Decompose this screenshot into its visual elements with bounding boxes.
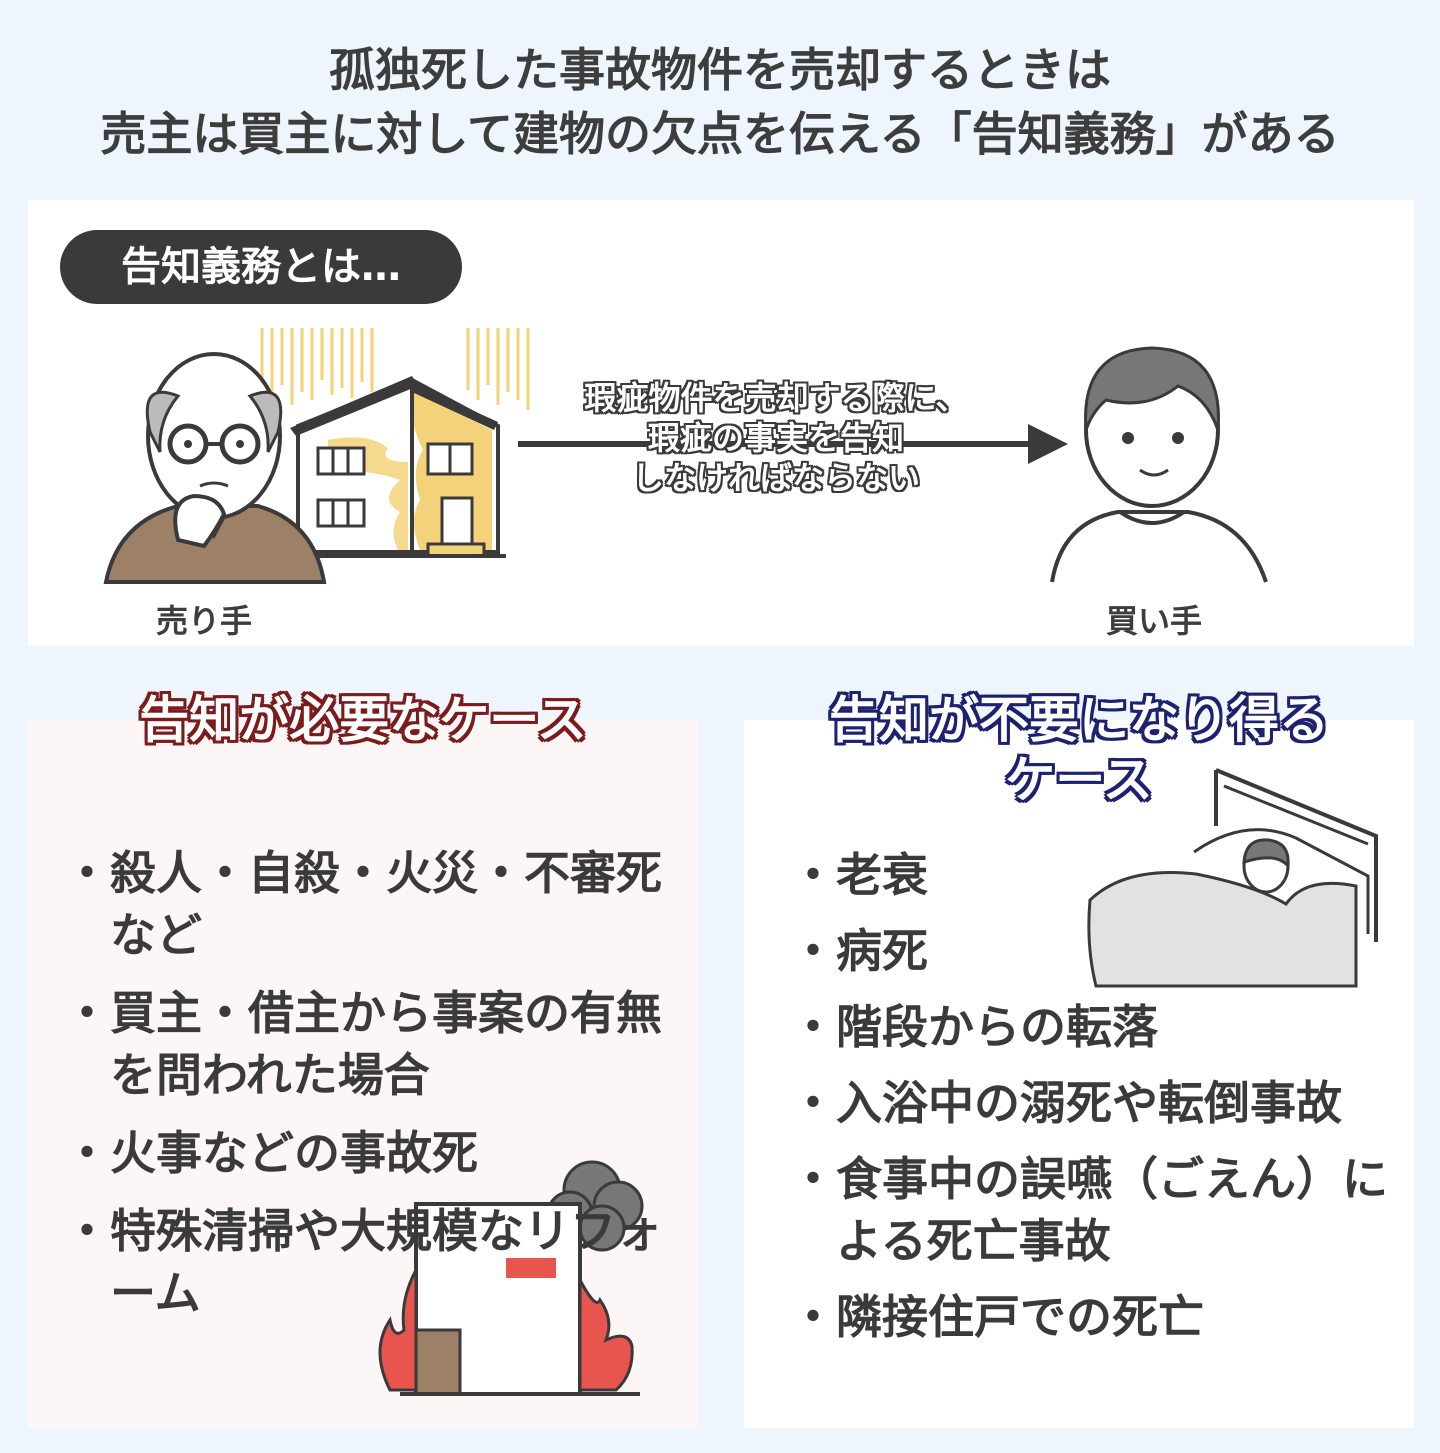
arrow-caption-line-1: 瑕疵物件を売却する際に、	[584, 379, 968, 417]
house-icon	[286, 376, 506, 558]
required-list: 殺人・自殺・火災・不審死など 買主・借主から事案の有無を問われた場合 火事などの…	[64, 842, 672, 1340]
not-required-heading: 告知が不要になり得る ケース	[744, 690, 1414, 810]
list-item: 入浴中の溺死や転倒事故	[790, 1072, 1398, 1134]
list-item: 食事中の誤嚥（ごえん）による死亡事故	[790, 1148, 1398, 1272]
required-heading: 告知が必要なケース	[139, 691, 587, 749]
list-item: 買主・借主から事案の有無を問われた場合	[64, 982, 672, 1106]
definition-pill: 告知義務とは…	[60, 230, 462, 304]
list-item: 病死	[790, 920, 1398, 982]
arrow-icon	[518, 424, 1068, 464]
seller-label: 売り手	[156, 602, 253, 640]
not-required-heading-line-2: ケース	[1005, 751, 1153, 809]
list-item: 老衰	[790, 844, 1398, 906]
seller-avatar	[103, 352, 327, 584]
arrow-caption-line-3: しなければならない	[631, 459, 920, 497]
title-line-1: 孤独死した事故物件を売却するときは	[329, 43, 1111, 97]
not-required-list: 老衰 病死 階段からの転落 入浴中の溺死や転倒事故 食事中の誤嚥（ごえん）による…	[790, 844, 1398, 1362]
list-item: 隣接住戸での死亡	[790, 1286, 1398, 1348]
list-item: 階段からの転落	[790, 996, 1398, 1058]
arrow-caption-line-2: 瑕疵の事実を告知	[647, 419, 904, 457]
title-line-2: 売主は買主に対して建物の欠点を伝える「告知義務」がある	[100, 107, 1340, 161]
explanation-panel: 告知義務とは…	[28, 200, 1414, 646]
stink-lines-icon	[260, 328, 530, 410]
list-item: 殺人・自殺・火災・不審死など	[64, 842, 672, 966]
buyer-label: 買い手	[1106, 602, 1203, 640]
buyer-avatar	[1050, 346, 1268, 583]
list-item: 火事などの事故死	[64, 1122, 672, 1184]
not-required-heading-line-1: 告知が不要になり得る	[829, 691, 1329, 749]
arrow-caption: 瑕疵物件を売却する際に、 瑕疵の事実を告知 しなければならない	[556, 378, 996, 498]
explanation-illustration	[103, 328, 1268, 584]
list-item: 特殊清掃や大規模なリフォーム	[64, 1200, 672, 1324]
page-title: 孤独死した事故物件を売却するときは 売主は買主に対して建物の欠点を伝える「告知義…	[0, 38, 1440, 166]
